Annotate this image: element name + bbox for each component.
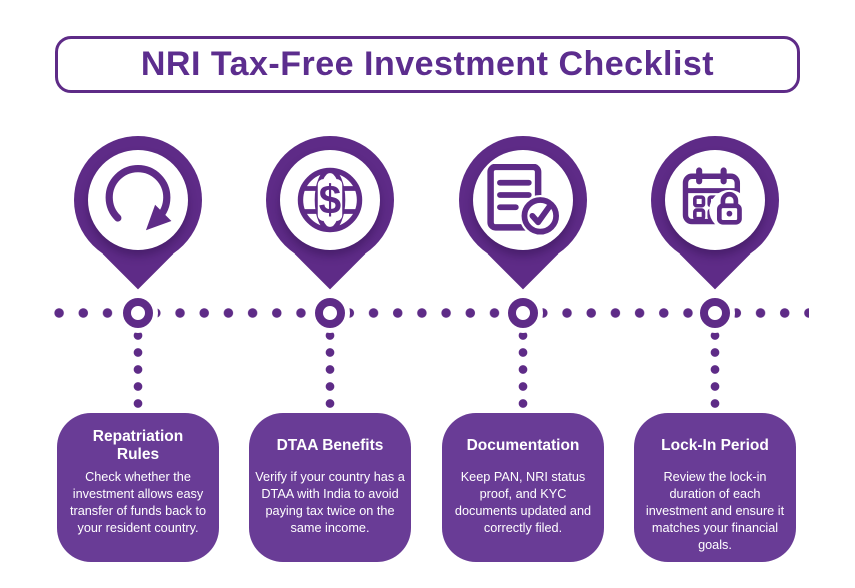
vertical-dotted-connector xyxy=(133,327,143,412)
pin-inner-circle: $ xyxy=(280,150,380,250)
step-card-description: Keep PAN, NRI status proof, and KYC docu… xyxy=(454,470,592,535)
step-card: Lock-In Period Review the lock-in durati… xyxy=(634,413,796,562)
step-marker-pin: $ xyxy=(266,136,394,291)
step-card-title: Documentation xyxy=(466,437,580,455)
step-card-title: Lock-In Period xyxy=(661,437,769,455)
timeline-node-ring xyxy=(700,298,730,328)
step-card-description: Check whether the investment allows easy… xyxy=(69,470,207,535)
step-card: DTAA Benefits Verify if your country has… xyxy=(249,413,411,562)
rotate-arrow-icon xyxy=(105,165,172,231)
step-column-lockin: Lock-In Period Review the lock-in durati… xyxy=(619,0,811,588)
globe-dollar-icon: $ xyxy=(297,167,363,233)
dollar-symbol: $ xyxy=(319,177,341,223)
step-marker-pin xyxy=(74,136,202,291)
step-marker-pin xyxy=(651,136,779,291)
step-card: Repatriation Rules Check whether the inv… xyxy=(57,413,219,562)
page-title: NRI Tax-Free Investment Checklist xyxy=(140,45,715,83)
timeline-dotted-line xyxy=(47,308,809,318)
vertical-dotted-connector xyxy=(325,327,335,412)
step-card-title: DTAA Benefits xyxy=(276,437,384,455)
vertical-dotted-connector xyxy=(710,327,720,412)
step-column-documentation: Documentation Keep PAN, NRI status proof… xyxy=(427,0,619,588)
document-check-icon xyxy=(487,164,559,236)
step-card-description: Review the lock-in duration of each inve… xyxy=(645,470,785,552)
pin-inner-circle xyxy=(665,150,765,250)
timeline-node-ring xyxy=(315,298,345,328)
vertical-dotted-connector xyxy=(518,327,528,412)
pin-inner-circle xyxy=(473,150,573,250)
timeline-node-ring xyxy=(123,298,153,328)
pin-inner-circle xyxy=(88,150,188,250)
title-banner: NRI Tax-Free Investment Checklist xyxy=(55,36,800,93)
calendar-lock-icon xyxy=(682,167,750,231)
timeline-node-ring xyxy=(508,298,538,328)
step-column-dtaa: $ DTAA Benefits Verify if your country h… xyxy=(234,0,426,588)
step-card-title: Repatriation Rules xyxy=(92,428,184,463)
step-marker-pin xyxy=(459,136,587,291)
step-card: Documentation Keep PAN, NRI status proof… xyxy=(442,413,604,562)
step-card-description: Verify if your country has a DTAA with I… xyxy=(255,470,405,535)
step-column-repatriation: Repatriation Rules Check whether the inv… xyxy=(42,0,234,588)
